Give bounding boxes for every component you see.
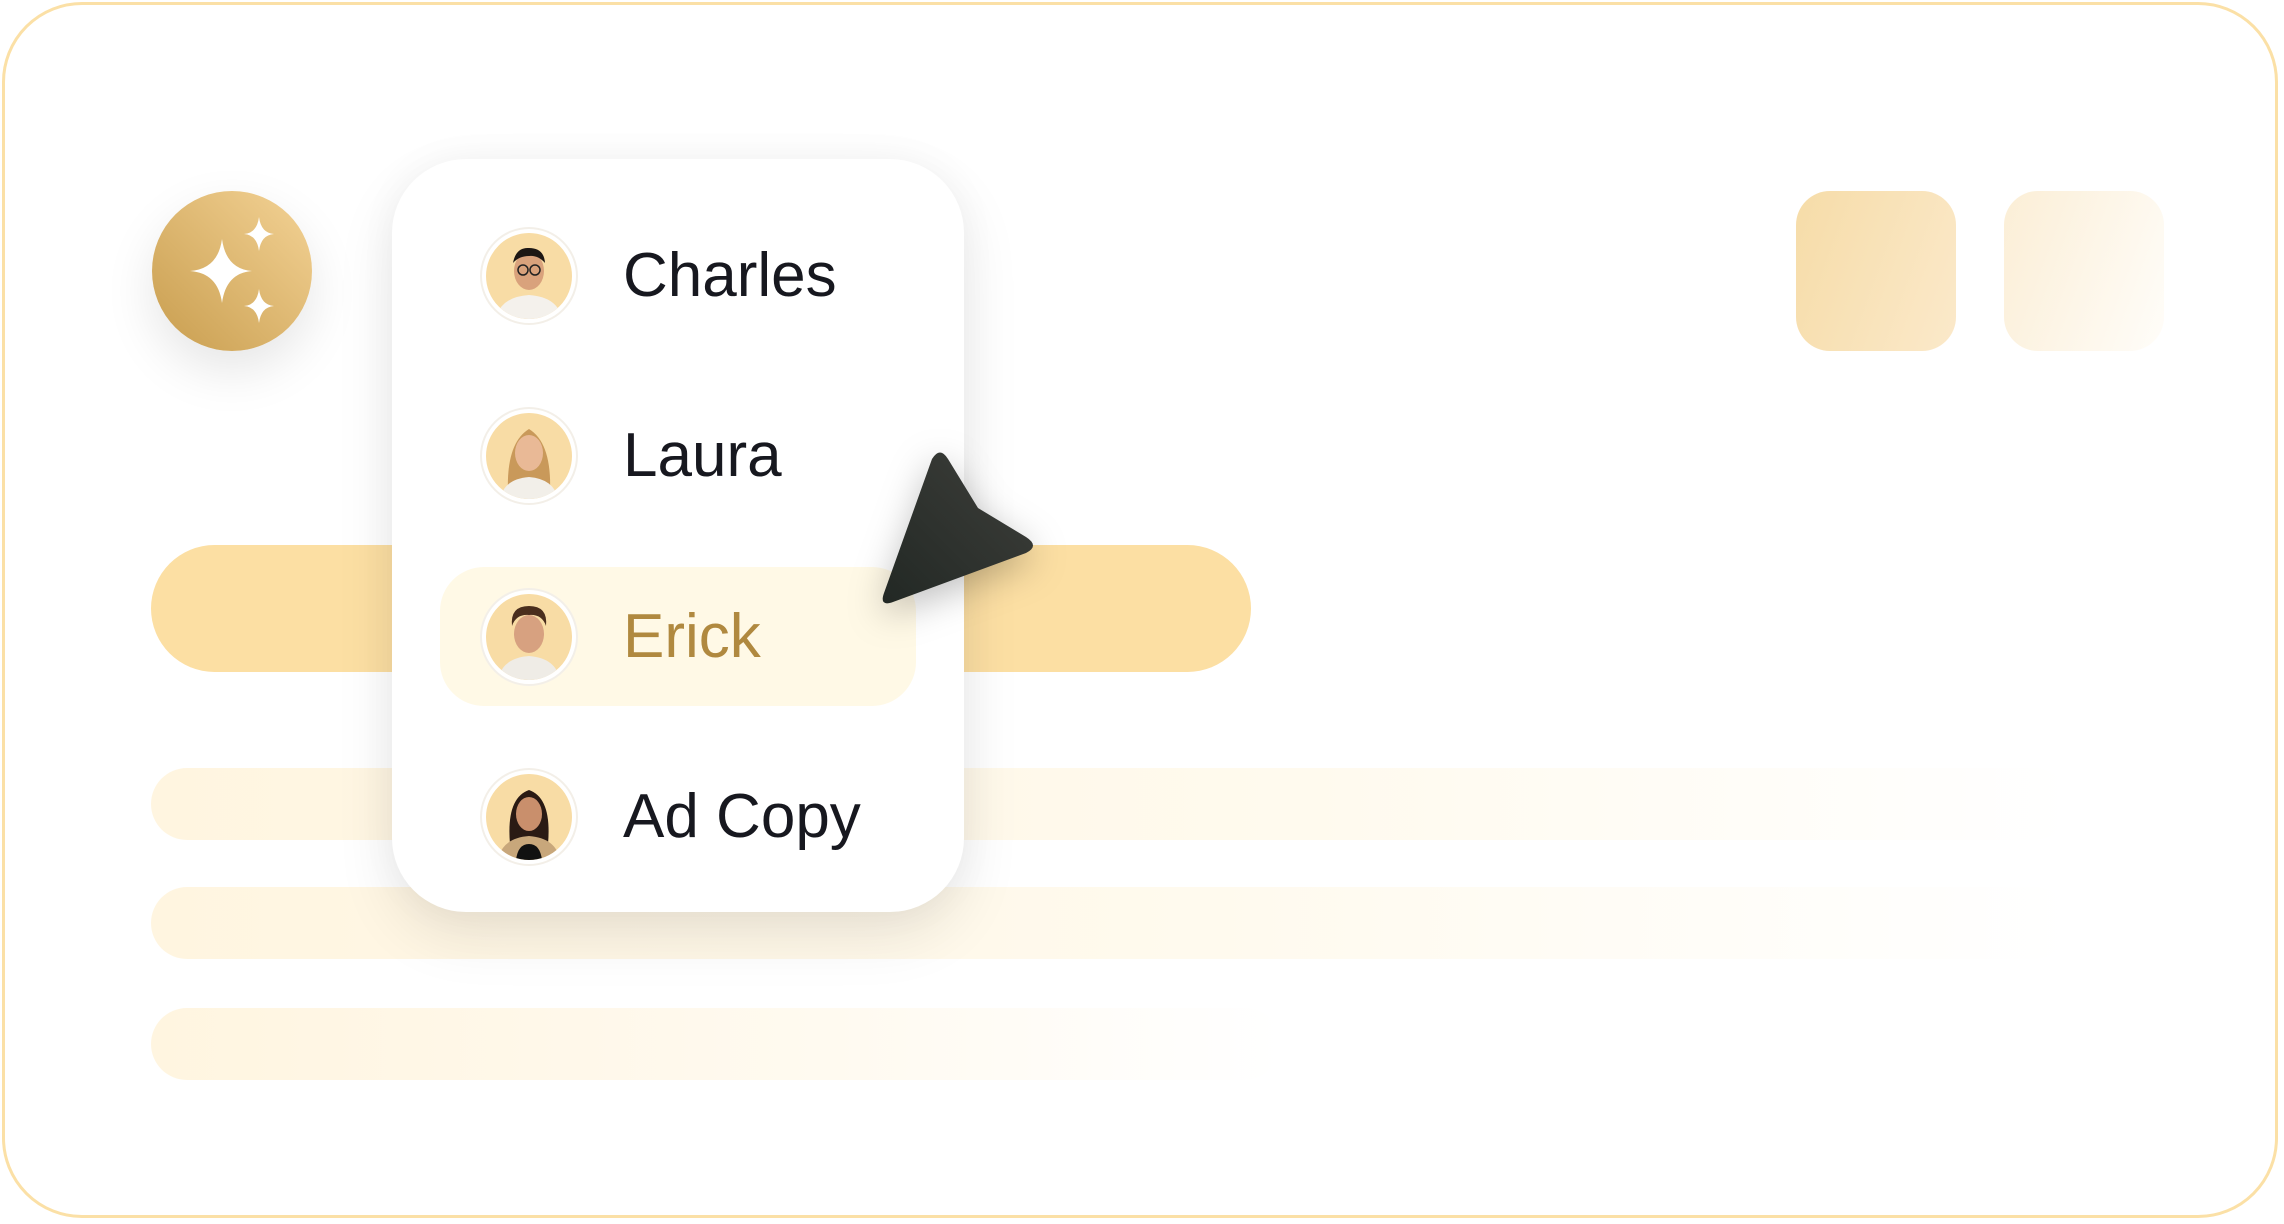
- menu-item-label: Erick: [623, 602, 761, 671]
- avatar: [482, 590, 576, 684]
- menu-item-erick[interactable]: Erick: [440, 567, 916, 706]
- mention-dropdown-menu: Charles Laura Erick Ad Copy: [392, 159, 964, 912]
- menu-item-label: Charles: [623, 241, 837, 310]
- avatar: [482, 229, 576, 323]
- placeholder-tile: [1796, 191, 1956, 351]
- placeholder-text-line: [151, 1008, 1281, 1080]
- menu-item-charles[interactable]: Charles: [440, 206, 916, 345]
- avatar: [482, 770, 576, 864]
- menu-item-label: Laura: [623, 421, 782, 490]
- ai-sparkle-button[interactable]: [152, 191, 312, 351]
- sparkles-icon: [190, 217, 274, 323]
- menu-item-label: Ad Copy: [623, 782, 861, 851]
- placeholder-tile: [2004, 191, 2164, 351]
- menu-item-ad-copy[interactable]: Ad Copy: [440, 747, 916, 886]
- avatar: [482, 409, 576, 503]
- menu-item-laura[interactable]: Laura: [440, 386, 916, 525]
